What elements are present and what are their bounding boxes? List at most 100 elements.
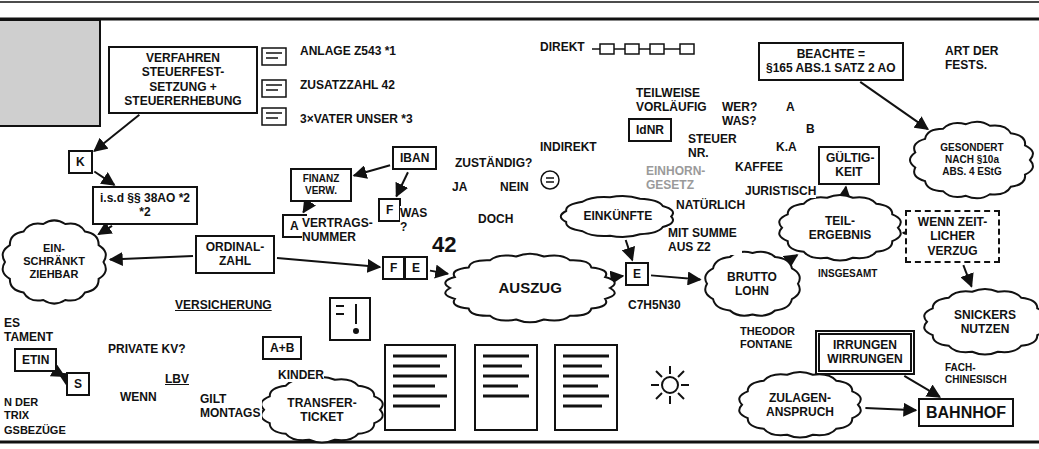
sketch-stroke [330, 298, 370, 340]
node-text: FINANZ VERW. [298, 173, 344, 197]
frame-line [0, 18, 1039, 21]
sketch-label: B [806, 122, 815, 136]
node-text: ETIN [22, 353, 49, 367]
cloud-outline-path [261, 377, 383, 443]
sketch-label: ART DER FESTS. [945, 44, 1020, 73]
node-text: GÜLTIG-KEIT [826, 151, 872, 180]
connector-arrow [430, 271, 448, 274]
note-box: K [68, 150, 93, 174]
node-text: GESONDERT NACH §10a ABS. 4 EStG [934, 142, 1010, 178]
connector-arrow [651, 275, 700, 279]
cloud-outline-path [445, 254, 614, 323]
sketch-stroke [266, 112, 282, 114]
connector-arrow [94, 115, 139, 151]
sketch-stroke [475, 345, 537, 430]
sketch-stroke [266, 117, 278, 119]
sketch-stroke [681, 384, 689, 386]
cloud-outline-path [739, 372, 861, 438]
sketch-label: C7H5N30 [628, 298, 681, 312]
sketch-stroke [541, 171, 559, 189]
cloud-outline-path [779, 195, 901, 261]
sketch-stroke [639, 48, 650, 50]
sketch-stroke [678, 371, 684, 377]
node-text: i.s.d §§ 38AO *2 [100, 191, 190, 205]
doc-icon [262, 48, 286, 125]
node-text: TRANSFER-TICKET [284, 396, 360, 425]
connector-arrow [626, 240, 633, 260]
sketch-stroke [546, 177, 554, 179]
sketch-label: TEILWEISE VORLÄUFIG [636, 86, 716, 115]
sketch-stroke [262, 48, 286, 65]
sketch-label: ZUSTÄNDIG? [455, 156, 532, 170]
cloud-bubble: ZULAGEN-ANSPRUCH [760, 389, 840, 422]
cloud-outline-path [924, 289, 1039, 355]
node-text: IRRUNGEN WIRRUNGEN [826, 338, 904, 367]
node-text: F [386, 203, 393, 217]
sketch-label: PRIVATE KV? [108, 342, 186, 356]
sketch-stroke [385, 345, 455, 430]
note-box: GÜLTIG-KEIT [818, 146, 880, 185]
sketch-stroke [662, 377, 678, 393]
connector-arrow [59, 373, 64, 376]
node-text: ZULAGEN-ANSPRUCH [762, 391, 838, 420]
sketch-label: KAFFEE [735, 160, 783, 174]
sketch-stroke [563, 395, 609, 398]
sketch-label: K.A [776, 140, 797, 154]
sketch-label: INSGESAMT [818, 268, 877, 280]
sketch-stroke [393, 405, 440, 408]
node-text: A [290, 219, 299, 233]
sketch-label: 3×VATER UNSER *3 [300, 112, 413, 126]
note-box: ETIN [14, 348, 57, 372]
connector-arrow [904, 376, 940, 397]
sketch-stroke [651, 384, 659, 386]
note-box: BEACHTE =§165 ABS.1 SATZ 2 AO [758, 42, 904, 81]
sketch-label: WER? WAS? [722, 100, 758, 129]
sketch-stroke [483, 355, 529, 358]
connector-arrow [98, 226, 112, 234]
sketch-stroke [563, 405, 602, 408]
connector-arrow [277, 258, 380, 267]
node-text: A+B [270, 341, 294, 355]
node-text: ORDINAL-ZAHL [203, 240, 267, 269]
sketch-label: FACH-CHINESISCH [945, 362, 1017, 386]
sketch-label: ZUSATZZAHL 42 [300, 78, 395, 92]
node-text: WENN ZEIT-LICHER VERZUG [913, 215, 992, 258]
note-box: E [625, 262, 649, 286]
node-text: *2 [100, 205, 190, 219]
grey-panel [0, 20, 100, 126]
sketch-label: NEIN [500, 180, 529, 194]
sketch-label: ES TAMENT [4, 316, 54, 345]
sketch-label: ANLAGE Z543 *1 [300, 44, 396, 58]
sketch-stroke [266, 84, 282, 86]
sketch-label: 42 [432, 232, 456, 258]
sketch-stroke [656, 393, 662, 399]
sketch-stroke [650, 44, 664, 54]
sketch-stroke [393, 365, 440, 368]
sketch-label: THEODOR FONTANE [740, 325, 804, 351]
sketch-label: MIT SUMME AUS Z2 [668, 226, 742, 255]
node-text: TEIL-ERGEBNIS [802, 214, 878, 243]
cloud-bubble: EINKÜNFTE [582, 207, 655, 225]
cloud-outline-path [561, 195, 673, 236]
sunburst [651, 366, 689, 404]
note-box: FINANZ VERW. [290, 168, 352, 202]
note-box: WENN ZEIT-LICHER VERZUG [905, 210, 1000, 263]
sketch-label: DIREKT [540, 40, 585, 54]
warning-doc [330, 298, 370, 340]
sketch-stroke [592, 48, 600, 50]
sketch-label: JA [452, 180, 467, 194]
note-box: i.s.d §§ 38AO *2*2 [92, 186, 198, 225]
connector-arrow [94, 172, 114, 185]
cloud-bubble: TRANSFER-TICKET [282, 394, 362, 427]
sketch-stroke [393, 375, 447, 378]
doc-panel [385, 345, 617, 430]
sketch-label: STEUER NR. [688, 132, 738, 161]
connector-arrow [790, 255, 797, 259]
connector-arrow [865, 408, 916, 410]
sketch-label: N DER TRIX [4, 396, 48, 422]
note-box: IRRUNGEN WIRRUNGEN [815, 330, 915, 375]
sketch-label: GSBEZÜGE [4, 424, 66, 437]
sketch-stroke [656, 371, 662, 377]
sketch-stroke [625, 44, 639, 54]
connector-arrow [860, 82, 928, 129]
